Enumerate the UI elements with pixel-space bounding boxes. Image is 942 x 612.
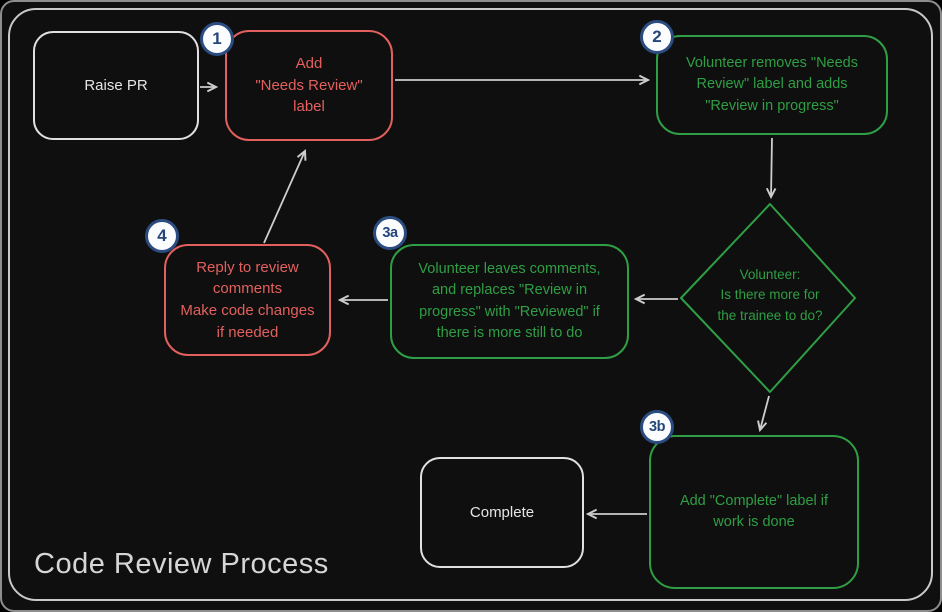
node-raise-pr-label: Raise PR	[84, 76, 148, 94]
node-complete: Complete	[420, 457, 584, 568]
node-step3a: Volunteer leaves comments, and replaces …	[390, 244, 629, 359]
node-raise-pr: Raise PR	[33, 31, 199, 140]
badge-step3a: 3a	[373, 216, 407, 250]
edge-step2-to-decision	[771, 137, 772, 197]
node-step1: Add "Needs Review" label	[225, 30, 393, 141]
node-step4: Reply to review comments Make code chang…	[164, 244, 331, 356]
node-step2-label: Volunteer removes "Needs Review" label a…	[686, 55, 858, 114]
badge-step3b: 3b	[640, 410, 674, 444]
node-step3a-label: Volunteer leaves comments, and replaces …	[418, 261, 601, 341]
node-step4-label: Reply to review comments Make code chang…	[180, 258, 315, 341]
badge-step2: 2	[640, 20, 674, 54]
diagram-title: Code Review Process	[34, 548, 329, 580]
node-step3b: Add "Complete" label if work is done	[649, 435, 859, 589]
node-complete-label: Complete	[469, 503, 535, 521]
edge-step4-to-step1	[263, 151, 305, 244]
node-step1-label: Add "Needs Review" label	[255, 54, 363, 116]
badge-step4: 4	[145, 219, 179, 253]
node-decision-shape	[680, 203, 856, 393]
badge-step1: 1	[200, 22, 234, 56]
node-decision-label: Volunteer: Is there more for the trainee…	[717, 267, 823, 323]
node-step3b-label: Add "Complete" label if work is done	[679, 492, 829, 530]
node-step2: Volunteer removes "Needs Review" label a…	[656, 35, 888, 135]
edge-decision-to-step3b	[760, 395, 770, 430]
